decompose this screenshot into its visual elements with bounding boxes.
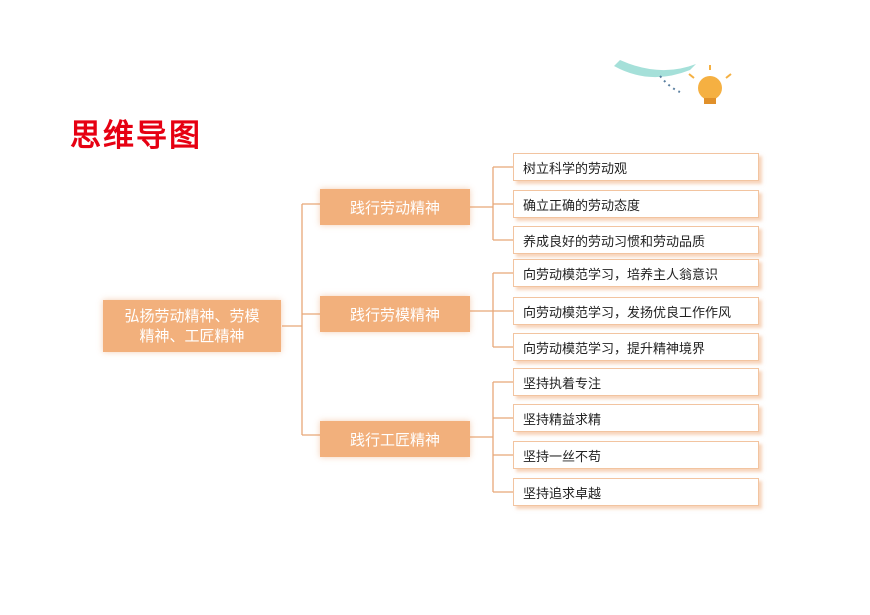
leaf-node: 坚持追求卓越 <box>513 478 759 506</box>
leaf-node: 养成良好的劳动习惯和劳动品质 <box>513 226 759 254</box>
category-node-craftsman-spirit: 践行工匠精神 <box>320 421 470 457</box>
leaf-node: 向劳动模范学习，提升精神境界 <box>513 333 759 361</box>
root-node: 弘扬劳动精神、劳模 精神、工匠精神 <box>103 300 281 352</box>
lightbulb-decoration-icon <box>614 60 732 104</box>
page-title: 思维导图 <box>70 118 202 154</box>
leaf-node: 坚持精益求精 <box>513 404 759 432</box>
leaf-node: 坚持执着专注 <box>513 368 759 396</box>
category-node-labor-spirit: 践行劳动精神 <box>320 189 470 225</box>
root-node-label-line1: 弘扬劳动精神、劳模 <box>124 307 260 325</box>
leaf-node: 坚持一丝不苟 <box>513 441 759 469</box>
leaf-node: 向劳动模范学习，培养主人翁意识 <box>513 259 759 287</box>
category-node-model-worker-spirit: 践行劳模精神 <box>320 296 470 332</box>
leaf-node: 向劳动模范学习，发扬优良工作作风 <box>513 297 759 325</box>
root-node-label-line2: 精神、工匠精神 <box>139 327 245 345</box>
leaf-node: 确立正确的劳动态度 <box>513 190 759 218</box>
leaf-node: 树立科学的劳动观 <box>513 153 759 181</box>
